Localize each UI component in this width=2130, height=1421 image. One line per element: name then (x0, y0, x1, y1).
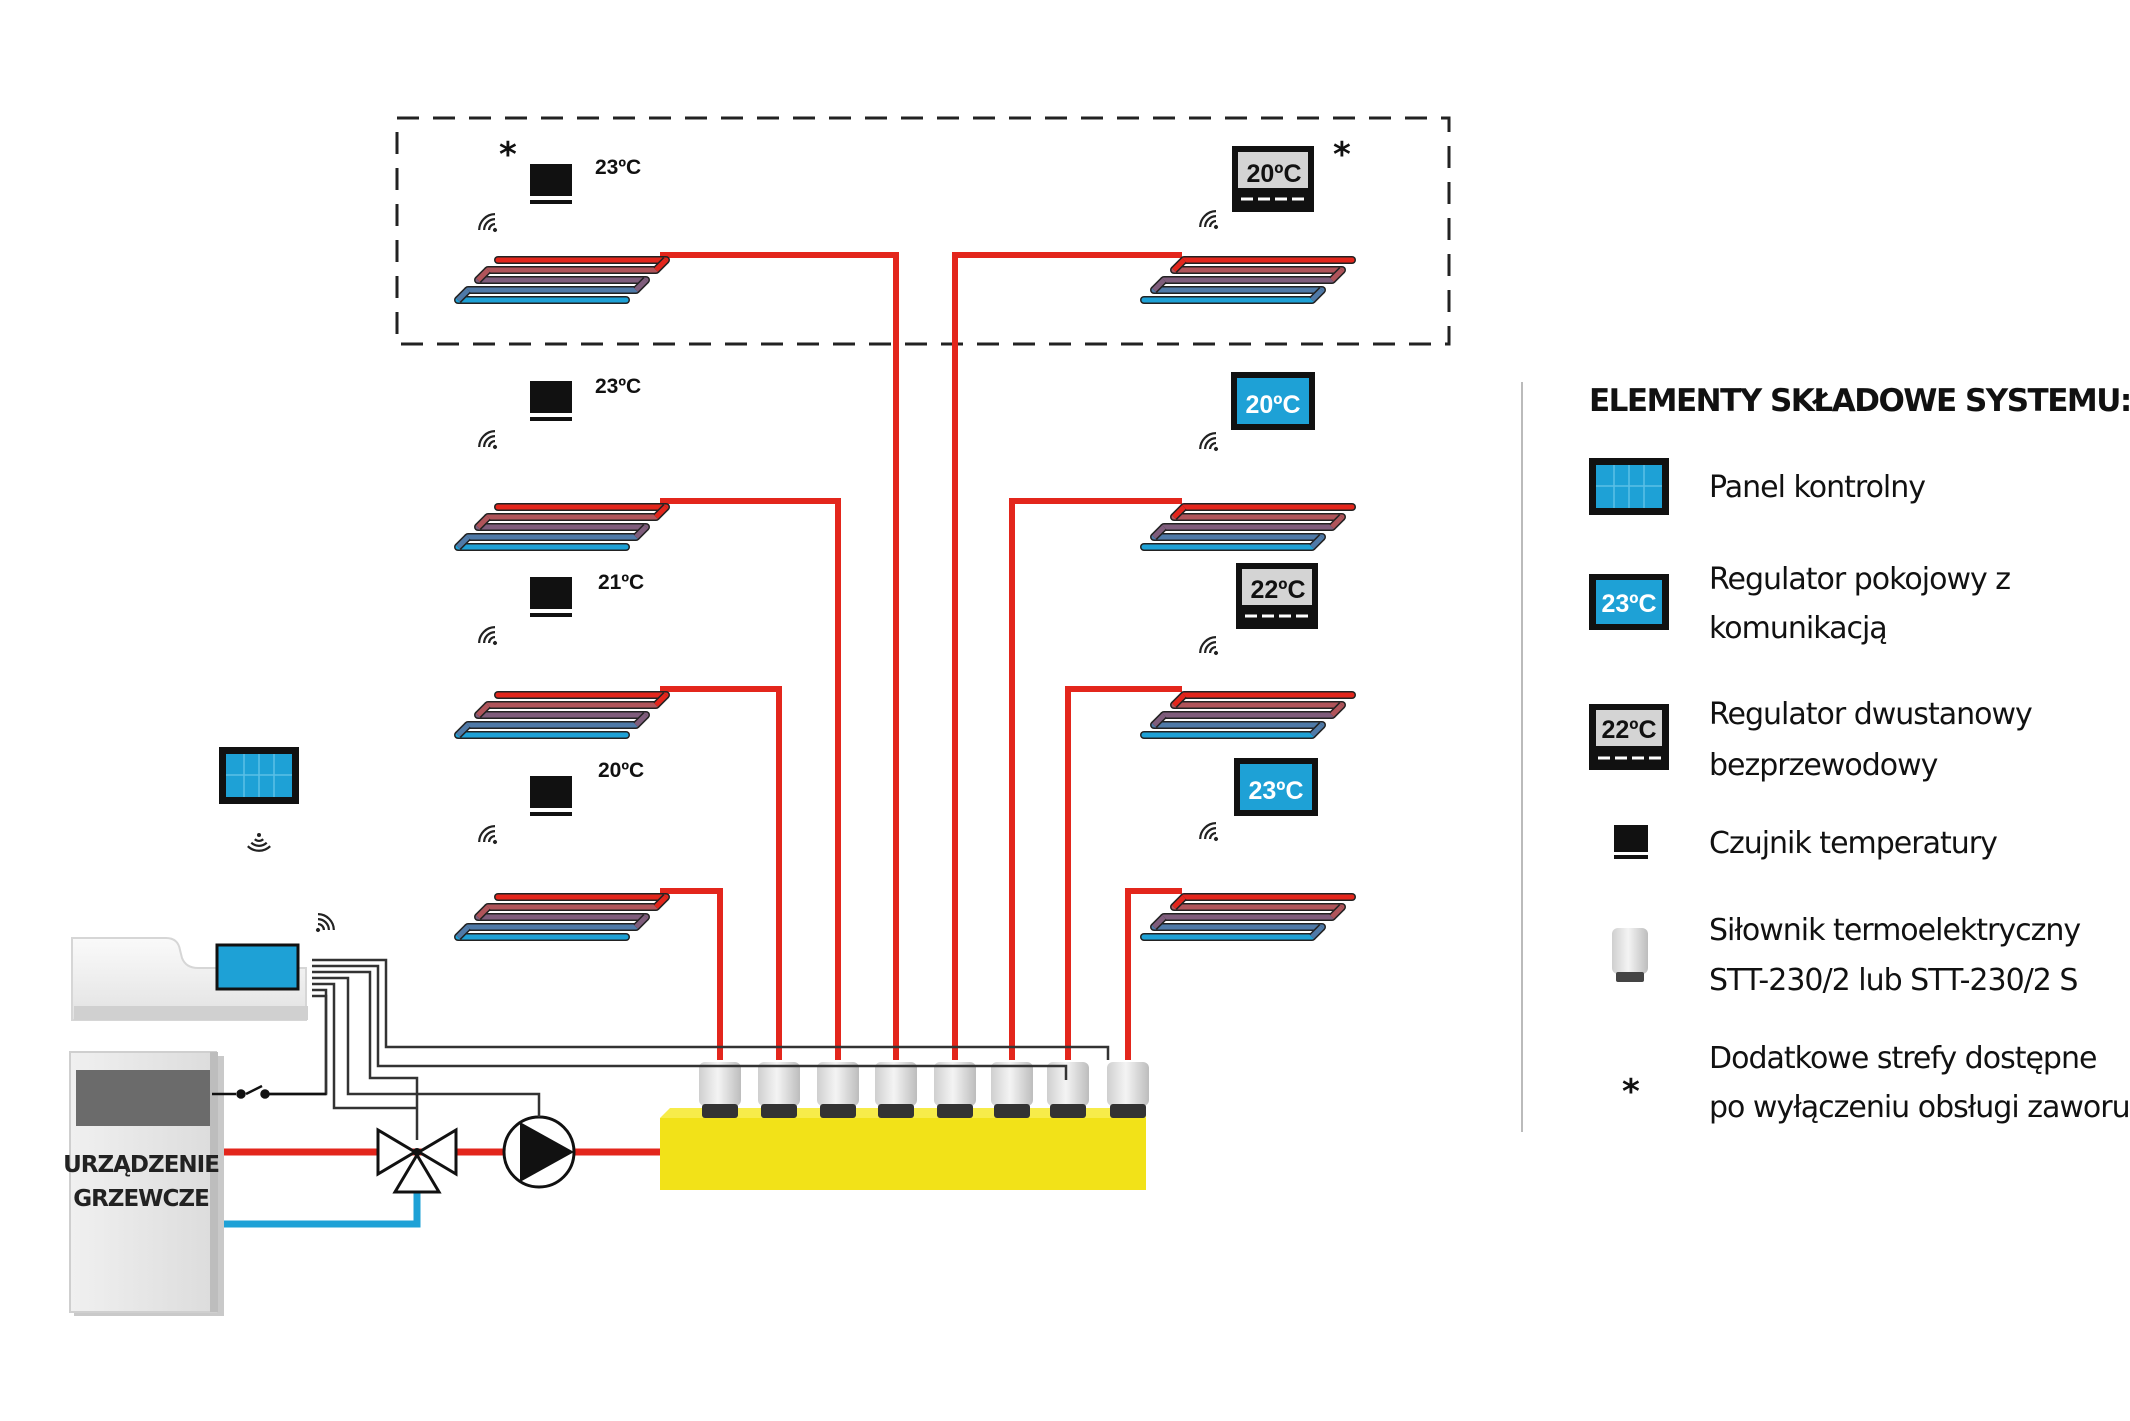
legend-temperature-sensor-icon (1614, 825, 1648, 859)
temperature-sensor-icon (530, 776, 572, 816)
actuators (699, 1062, 1149, 1118)
controller-unit (71, 937, 308, 1021)
coil-zone-left-4 (454, 893, 670, 941)
manifold (660, 1108, 1146, 1190)
coil-zone-right-4 (1140, 893, 1356, 941)
legend-title: ELEMENTY SKŁADOWE SYSTEMU: (1589, 383, 2130, 419)
legend-item-5-line2: STT-230/2 lub STT-230/2 S (1709, 963, 2077, 998)
boiler-switch-icon (212, 1084, 326, 1099)
zone-left-1-asterisk: * (499, 135, 517, 175)
regulator-wifi-icon (1199, 822, 1218, 841)
extra-zones-frame (395, 116, 1451, 346)
temperature-sensor-icon (530, 381, 572, 421)
control-panel-device (219, 747, 299, 804)
coil-zone-right-2 (1140, 503, 1356, 551)
legend-asterisk-icon: * (1622, 1072, 1640, 1112)
pipe-zone-right-4 (1125, 888, 1182, 1060)
actuator-icon (1047, 1062, 1089, 1118)
actuator-icon (875, 1062, 917, 1118)
sensor-wifi-icon (478, 213, 497, 232)
zone-right-3-display: 22ºC (1251, 576, 1306, 604)
legend-control-panel-icon (1589, 458, 1669, 515)
zone-devices (478, 146, 1318, 844)
coil-zone-right-3 (1140, 691, 1356, 739)
actuator-icon (699, 1062, 741, 1118)
legend-item-6-line2: po wyłączeniu obsługi zaworu (1709, 1090, 2130, 1125)
legend-item-4-line1: Czujnik temperatury (1709, 826, 1997, 861)
room-regulator-icon (1234, 758, 1318, 816)
boiler (69, 1051, 224, 1316)
mixing-valve-icon (376, 1127, 458, 1194)
zone-left-2-temp: 23ºC (595, 375, 641, 398)
zone-right-4-display: 23ºC (1249, 777, 1304, 805)
zone-right-1-display: 20ºC (1247, 160, 1302, 188)
zone-left-3-temp: 21ºC (598, 571, 644, 594)
zone-left-4-temp: 20ºC (598, 759, 644, 782)
legend-item-2-line1: Regulator pokojowy z (1709, 562, 2010, 597)
actuator-icon (1107, 1062, 1149, 1118)
legend-actuator-icon (1612, 928, 1648, 982)
coil-zone-right-1 (1140, 256, 1356, 304)
two-state-regulator-icon (1236, 563, 1318, 629)
pipe-zone-left-2 (660, 498, 841, 1060)
pipe-zone-right-3 (1065, 686, 1182, 1060)
pipe-zone-left-4 (660, 888, 723, 1060)
sensor-wifi-icon (478, 825, 497, 844)
pipe-zone-right-1 (952, 252, 1182, 1060)
regulator-wifi-icon (1199, 432, 1218, 451)
wifi-arcs (247, 833, 271, 852)
legend-room-regulator-icon (1589, 574, 1669, 630)
zone-left-1-temp: 23ºC (595, 156, 641, 179)
boiler-label-line2: GRZEWCZE (73, 1186, 209, 1212)
actuator-icon (817, 1062, 859, 1118)
pipe-zone-right-2 (1009, 498, 1182, 1060)
legend-two-state-regulator-icon (1589, 704, 1669, 770)
room-regulator-icon (1231, 372, 1315, 430)
sensor-wifi-icon (478, 430, 497, 449)
legend-item-2-line2: komunikacją (1709, 611, 1887, 646)
coil-zone-left-2 (454, 503, 670, 551)
legend-item-3-line1: Regulator dwustanowy (1709, 697, 2032, 732)
circulation-pump-icon (502, 1115, 576, 1189)
regulator-wifi-icon (1199, 636, 1218, 655)
temperature-sensor-icon (530, 164, 572, 204)
actuator-icon (991, 1062, 1033, 1118)
control-wires (262, 958, 1110, 1140)
coil-zone-left-3 (454, 691, 670, 739)
wifi-arcs (316, 913, 335, 932)
legend-item-3-line2: bezprzewodowy (1709, 748, 1938, 783)
legend-item-5-line1: Siłownik termoelektryczny (1709, 913, 2080, 948)
regulator-wifi-icon (1199, 210, 1218, 229)
controller-wifi-icon (316, 913, 335, 932)
two-state-regulator-icon (1232, 146, 1314, 212)
pipe-zone-left-3 (660, 686, 782, 1060)
sensor-wifi-icon (478, 626, 497, 645)
coil-zone-left-1 (454, 256, 670, 304)
zone-right-2-display: 20ºC (1246, 391, 1301, 419)
boiler-label-line1: URZĄDZENIE (63, 1152, 219, 1178)
supply-pipes (660, 252, 1182, 1060)
legend-room-regulator-display: 23ºC (1602, 590, 1657, 618)
legend-item-6-line1: Dodatkowe strefy dostępne (1709, 1041, 2096, 1076)
control-panel-wifi-icon (247, 833, 271, 852)
legend-two-state-regulator-display: 22ºC (1602, 716, 1657, 744)
temperature-sensor-icon (530, 577, 572, 617)
floor-heating-coils (454, 256, 1356, 941)
actuator-icon (934, 1062, 976, 1118)
actuator-icon (758, 1062, 800, 1118)
boiler-return-pipe (222, 1170, 421, 1228)
zone-right-1-asterisk: * (1333, 135, 1351, 175)
pipe-zone-left-1 (660, 252, 899, 1060)
legend-item-1-line1: Panel kontrolny (1709, 470, 1925, 505)
